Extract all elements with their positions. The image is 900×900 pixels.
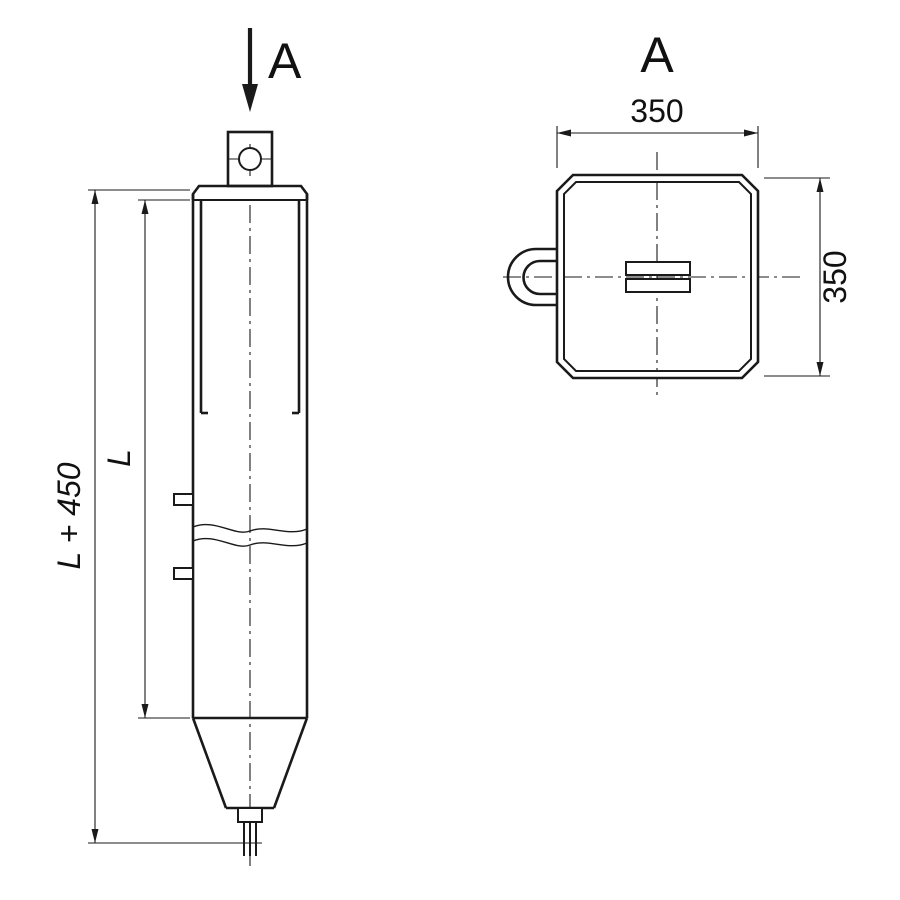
pile-tip [191,717,309,856]
dim-width-text: 350 [630,93,683,129]
tip-taper-left [191,717,228,809]
break-line-bottom [192,537,308,547]
dim-arrow-down-icon [816,362,824,376]
dim-arrow-up-icon [141,200,149,214]
pile-elevation-view: A [51,28,309,866]
section-view-label: A [640,27,674,83]
top-lug-hole [238,147,262,171]
dim-arrow-down-icon [91,829,99,843]
dim-arrow-left-icon [557,129,571,137]
section-outline-inner [563,181,752,372]
side-pin-upper [173,493,194,506]
section-arrow-head-icon [242,84,258,112]
dimension-width: 350 [556,93,759,168]
head-groove-lines [199,200,301,415]
pile-head-cap [191,184,309,200]
center-plate-lower [625,278,691,293]
section-view-a: A 350 [503,27,853,400]
dim-arrow-up-icon [91,190,99,204]
dimension-shaft-length: L [101,199,190,719]
dim-arrow-up-icon [816,178,824,192]
section-cut-arrow: A [242,28,302,112]
side-pin-lower [173,567,194,580]
tip-end-block [237,807,263,823]
dimension-height: 350 [764,177,853,377]
dim-total-length-text: L + 450 [51,462,87,569]
dim-shaft-length-text: L [101,449,137,467]
tip-taper-right [272,717,309,809]
lifting-loop-outer [506,247,557,307]
break-lines [192,523,308,547]
dim-height-text: 350 [817,250,853,303]
dimension-total-length: L + 450 [51,189,262,844]
top-lug [226,130,274,188]
lifting-loop [506,247,557,307]
lifting-loop-inner [522,259,557,296]
center-plate-upper [625,261,691,276]
break-line-top [192,523,308,533]
dim-arrow-down-icon [141,704,149,718]
dim-arrow-right-icon [744,129,758,137]
section-cut-label: A [268,33,302,89]
